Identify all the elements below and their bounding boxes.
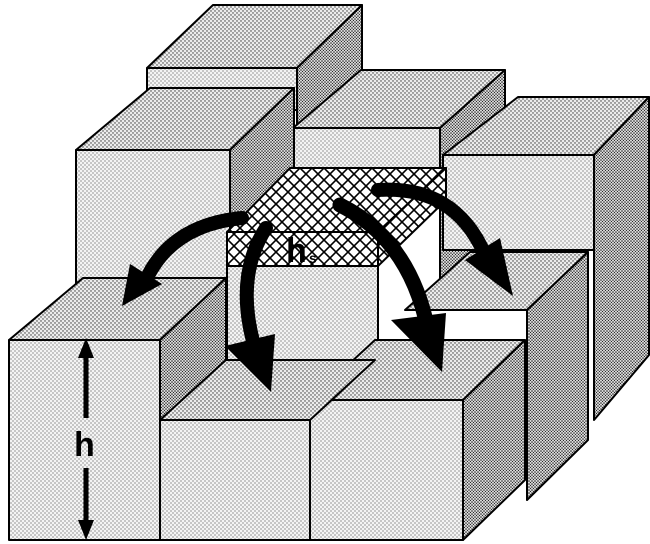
hs-label-subscript: s (309, 250, 317, 266)
h-label: h (74, 426, 95, 464)
hs-label-main: h (286, 232, 307, 270)
